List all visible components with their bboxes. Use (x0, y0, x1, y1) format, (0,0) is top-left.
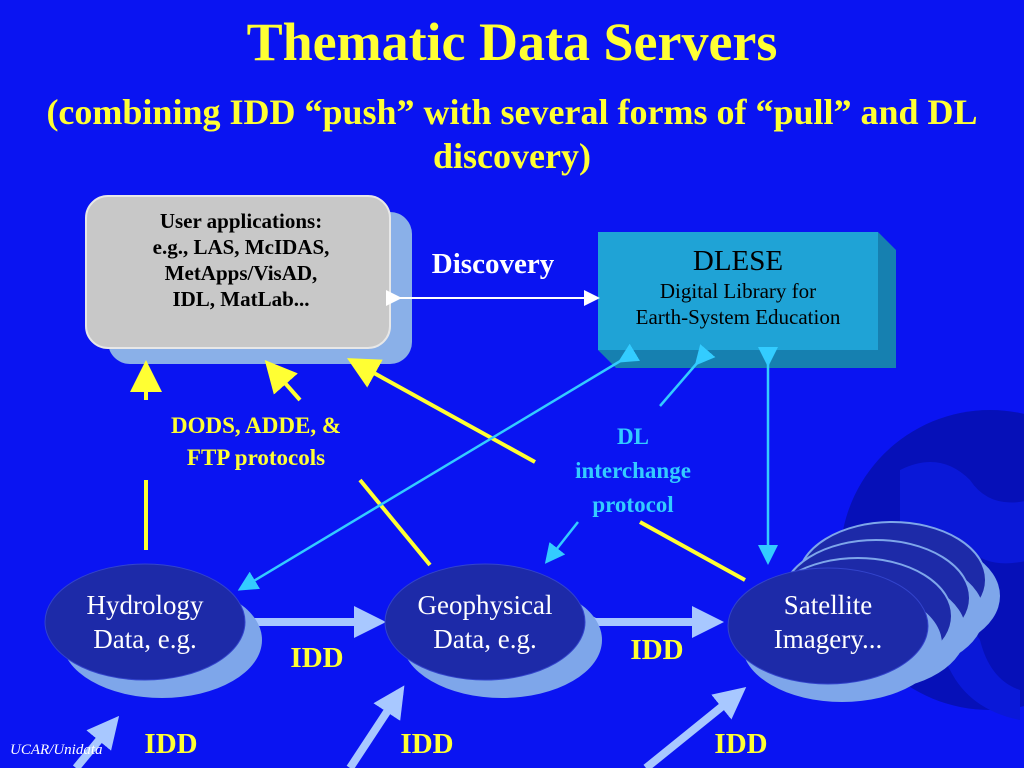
geophysical-to-apps-arrow (358, 478, 432, 567)
idd-label: IDD (290, 642, 344, 674)
user-apps-line: MetApps/VisAD, (164, 261, 318, 285)
user-apps-line: e.g., LAS, McIDAS, (152, 235, 330, 259)
satellite-to-apps-arrow (639, 520, 746, 582)
dlese-line: Digital Library for (659, 279, 817, 303)
dlese-box (598, 232, 896, 368)
idd-label: IDD (714, 728, 768, 760)
dl-interchange-label: DL interchange protocol (548, 420, 718, 522)
hydrology-label: Hydrology Data, e.g. (55, 588, 235, 656)
dl-line: protocol (592, 492, 674, 517)
dlese-text: DLESE Digital Library for Earth-System E… (600, 244, 876, 330)
user-apps-line: IDL, MatLab... (172, 287, 310, 311)
idd-label: IDD (144, 728, 198, 760)
dlese-line: Earth-System Education (635, 305, 841, 329)
hydrology-node (44, 563, 262, 698)
satellite-to-apps-arrow-head (346, 358, 536, 464)
idd-in-hydrology-arrow (72, 715, 120, 768)
hydrology-line: Hydrology (86, 590, 204, 620)
satellite-node-stack (727, 521, 1000, 702)
dlese-title: DLESE (692, 245, 784, 277)
geophysical-line: Data, e.g. (433, 624, 537, 654)
idd-in-satellite-arrow (643, 686, 747, 768)
user-apps-line: User applications: (159, 209, 323, 233)
dods-line: DODS, ADDE, & (171, 413, 341, 438)
idd-label: IDD (400, 728, 454, 760)
satellite-line: Imagery... (773, 624, 883, 654)
slide-title: Thematic Data Servers (246, 12, 778, 72)
satellite-line: Satellite (783, 590, 873, 620)
dods-line: FTP protocols (186, 445, 326, 470)
hydrology-line: Data, e.g. (93, 624, 197, 654)
dlese-to-geophysical-arrow-a (659, 344, 716, 407)
dl-line: DL (617, 424, 649, 449)
user-apps-text: User applications: e.g., LAS, McIDAS, Me… (96, 208, 386, 312)
geophysical-line: Geophysical (417, 590, 553, 620)
idd-in-geophysical-arrow (346, 685, 405, 768)
geophysical-label: Geophysical Data, e.g. (390, 588, 580, 656)
dl-line: interchange (575, 458, 691, 483)
footer-credit: UCAR/Unidata (10, 742, 103, 758)
geophysical-to-apps-arrow-head (264, 360, 302, 402)
dlese-to-geophysical-arrow-b (544, 521, 579, 564)
discovery-label: Discovery (431, 248, 555, 280)
dlese-to-hydrology-arrow (237, 343, 641, 591)
user-apps-box (85, 195, 412, 364)
satellite-label: Satellite Imagery... (738, 588, 918, 656)
dods-protocols-label: DODS, ADDE, & FTP protocols (138, 410, 374, 474)
geophysical-node (384, 563, 602, 698)
idd-label: IDD (630, 634, 684, 666)
slide-subtitle: (combining IDD “push” with several forms… (46, 92, 978, 176)
